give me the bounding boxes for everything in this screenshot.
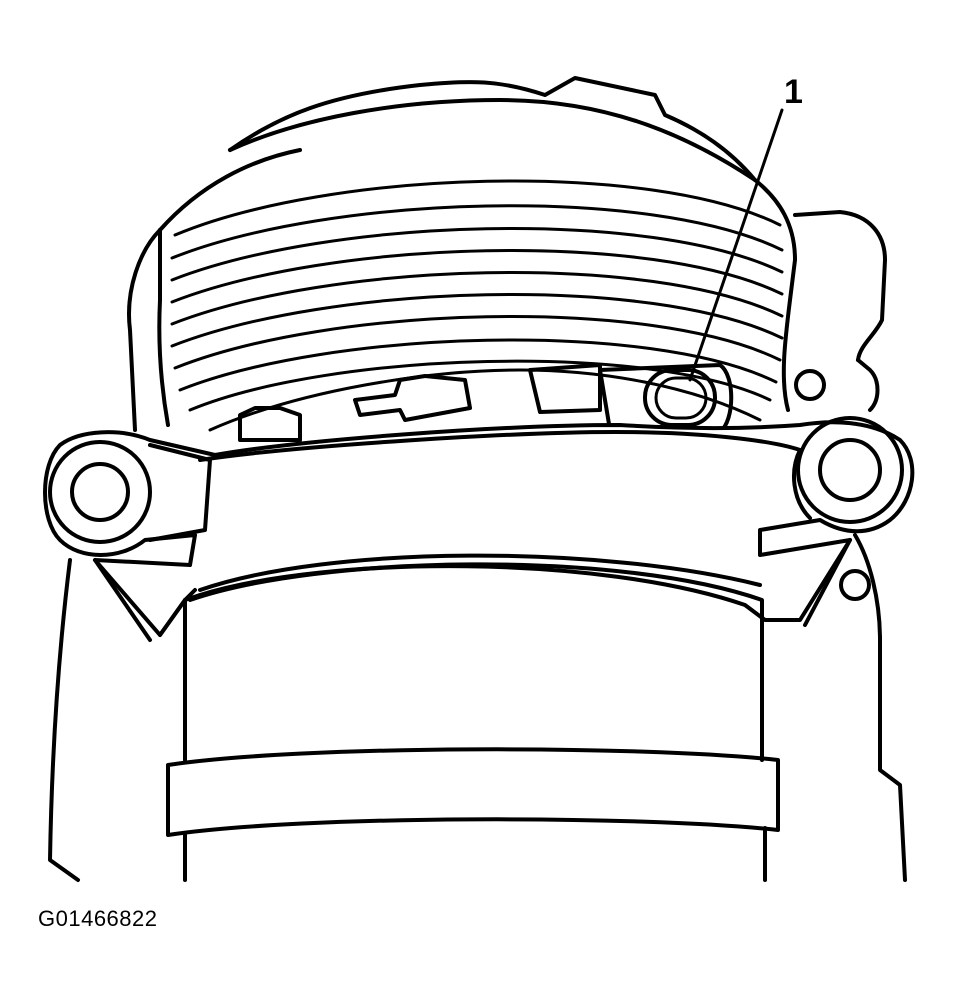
mounting-flange (43, 416, 915, 642)
callout-1-label: 1 (784, 73, 803, 111)
compressor-body (166, 562, 780, 882)
pulley-assembly (157, 76, 797, 432)
callout-1: 1 (688, 73, 803, 382)
compressor-housing (48, 210, 907, 882)
clutch-connectors (238, 363, 734, 442)
figure-id: G01466822 (38, 906, 158, 931)
callout-1-leader-line (688, 108, 784, 382)
